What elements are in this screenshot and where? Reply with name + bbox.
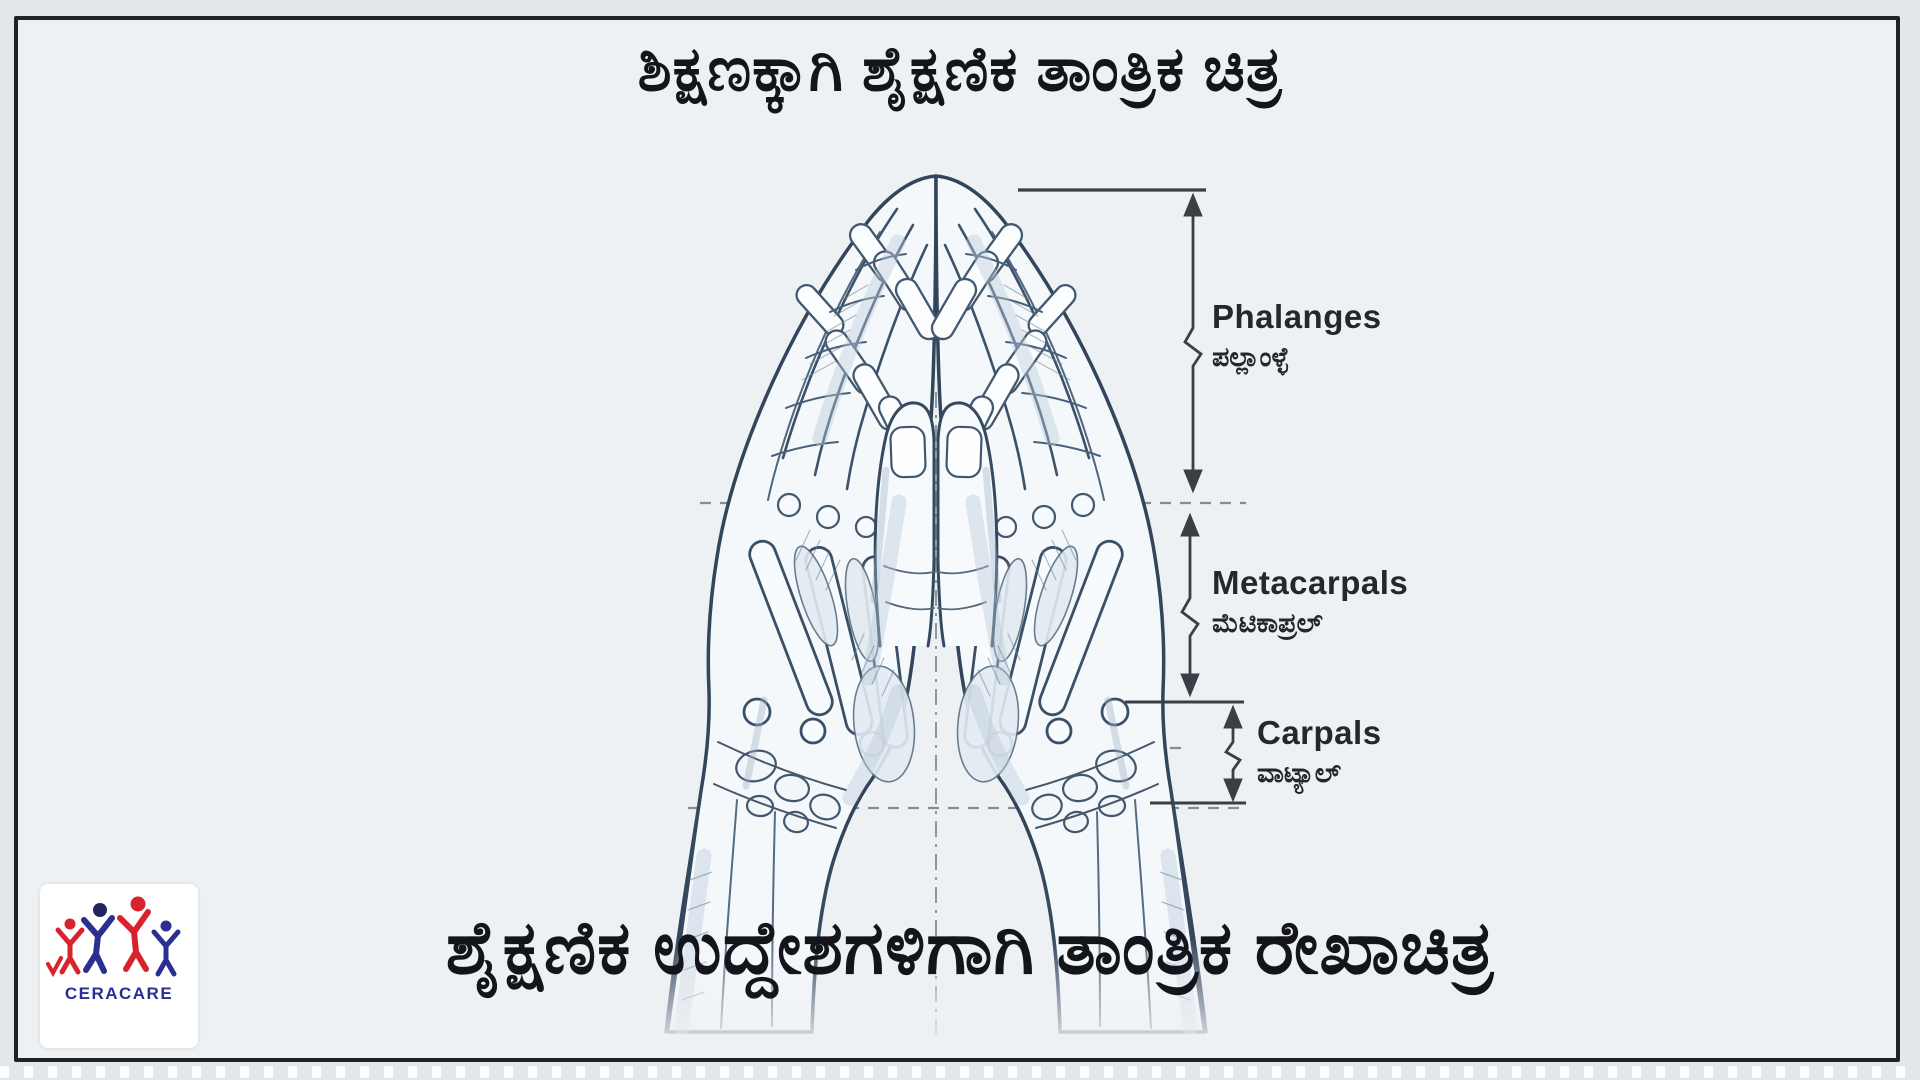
arrow-down-icon [1183,469,1203,494]
metacarpals-dimension-line [1180,512,1200,698]
label-phalanges: Phalanges ಪಲ್ಲಾಂಳ್ಳೆ [1212,298,1382,372]
hatching [681,284,895,1001]
knuckles [776,492,878,539]
arrow-up-icon [1180,512,1200,537]
label-phalanges-en: Phalanges [1212,298,1382,335]
phalanges-dimension-line [1183,192,1203,494]
ceracare-logo: CERACARE [40,884,198,1048]
label-metacarpals-en: Metacarpals [1212,564,1409,601]
arrow-up-icon [1223,704,1243,729]
person-icon [55,918,85,975]
thumb [873,401,936,648]
page-title: ಶಿಕ್ಷಣಕ್ಕಾಗಿ ಶೈಕ್ಷಣಿಕ ತಾಂತ್ರಿಕ ಚಿತ್ರ [637,35,1283,104]
check-icon [46,956,63,978]
joint-arcs [771,253,907,457]
label-carpals: Carpals ವಾಟ್ಯಾಲ್ [1257,714,1382,788]
wrist-crease [713,783,837,829]
logo-figures [46,896,181,978]
person-icon [81,903,115,974]
person-icon [151,920,181,977]
carpals-dimension-line [1223,704,1243,803]
thumb-nail [889,425,927,479]
logo-text: CERACARE [64,984,174,1003]
arrow-down-icon [1180,673,1200,698]
bottom-fade [560,938,1320,1050]
label-carpals-kn: ವಾಟ್ಯಾಲ್ [1257,757,1342,788]
dimension-annotations [1018,188,1246,805]
muscles [793,545,916,783]
left-hand [664,174,942,1036]
right-hand [928,176,1206,1032]
label-metacarpals: Metacarpals ಮೆಟಿಕಾಪ್ರಲ್ [1212,564,1409,638]
wrist-crease [717,741,847,791]
label-metacarpals-kn: ಮೆಟಿಕಾಪ್ರಲ್ [1212,607,1323,638]
person-icon [117,896,151,972]
footer-caption: ಶೈಕ್ಷಣಿಕ ಉದ್ದೇಶಗಳಿಗಾಗಿ ತಾಂತ್ರಿಕ ರೇಖಾಚಿತ್… [445,906,1495,989]
perforation-strip [0,1066,1920,1078]
label-phalanges-kn: ಪಲ್ಲಾಂಳ್ಳೆ [1212,341,1289,372]
label-carpals-en: Carpals [1257,714,1382,751]
arrow-up-icon [1183,192,1203,217]
arrow-down-icon [1223,778,1243,803]
